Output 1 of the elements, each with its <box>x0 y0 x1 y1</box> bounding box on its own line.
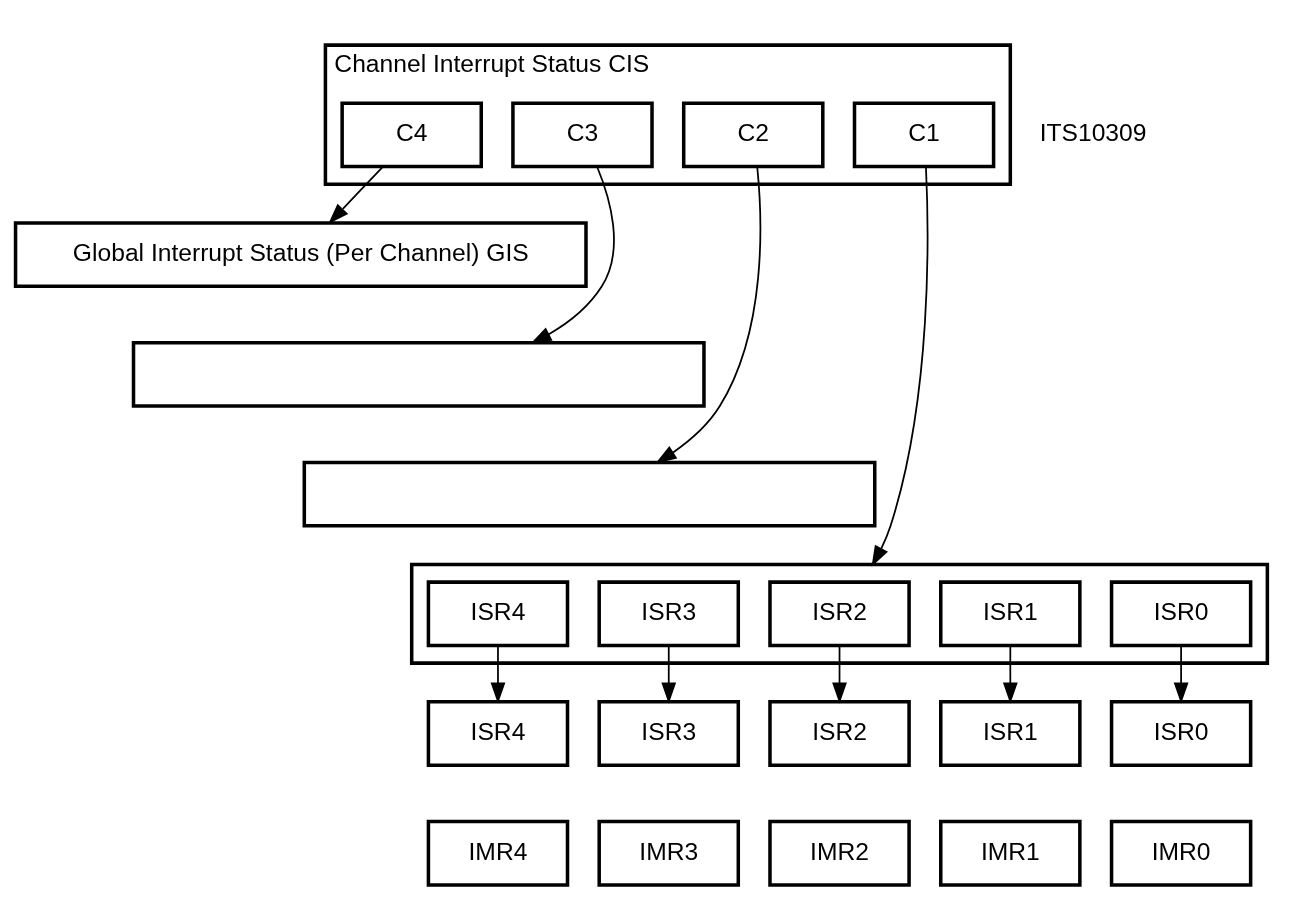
label: ITS10309 <box>1039 118 1147 146</box>
